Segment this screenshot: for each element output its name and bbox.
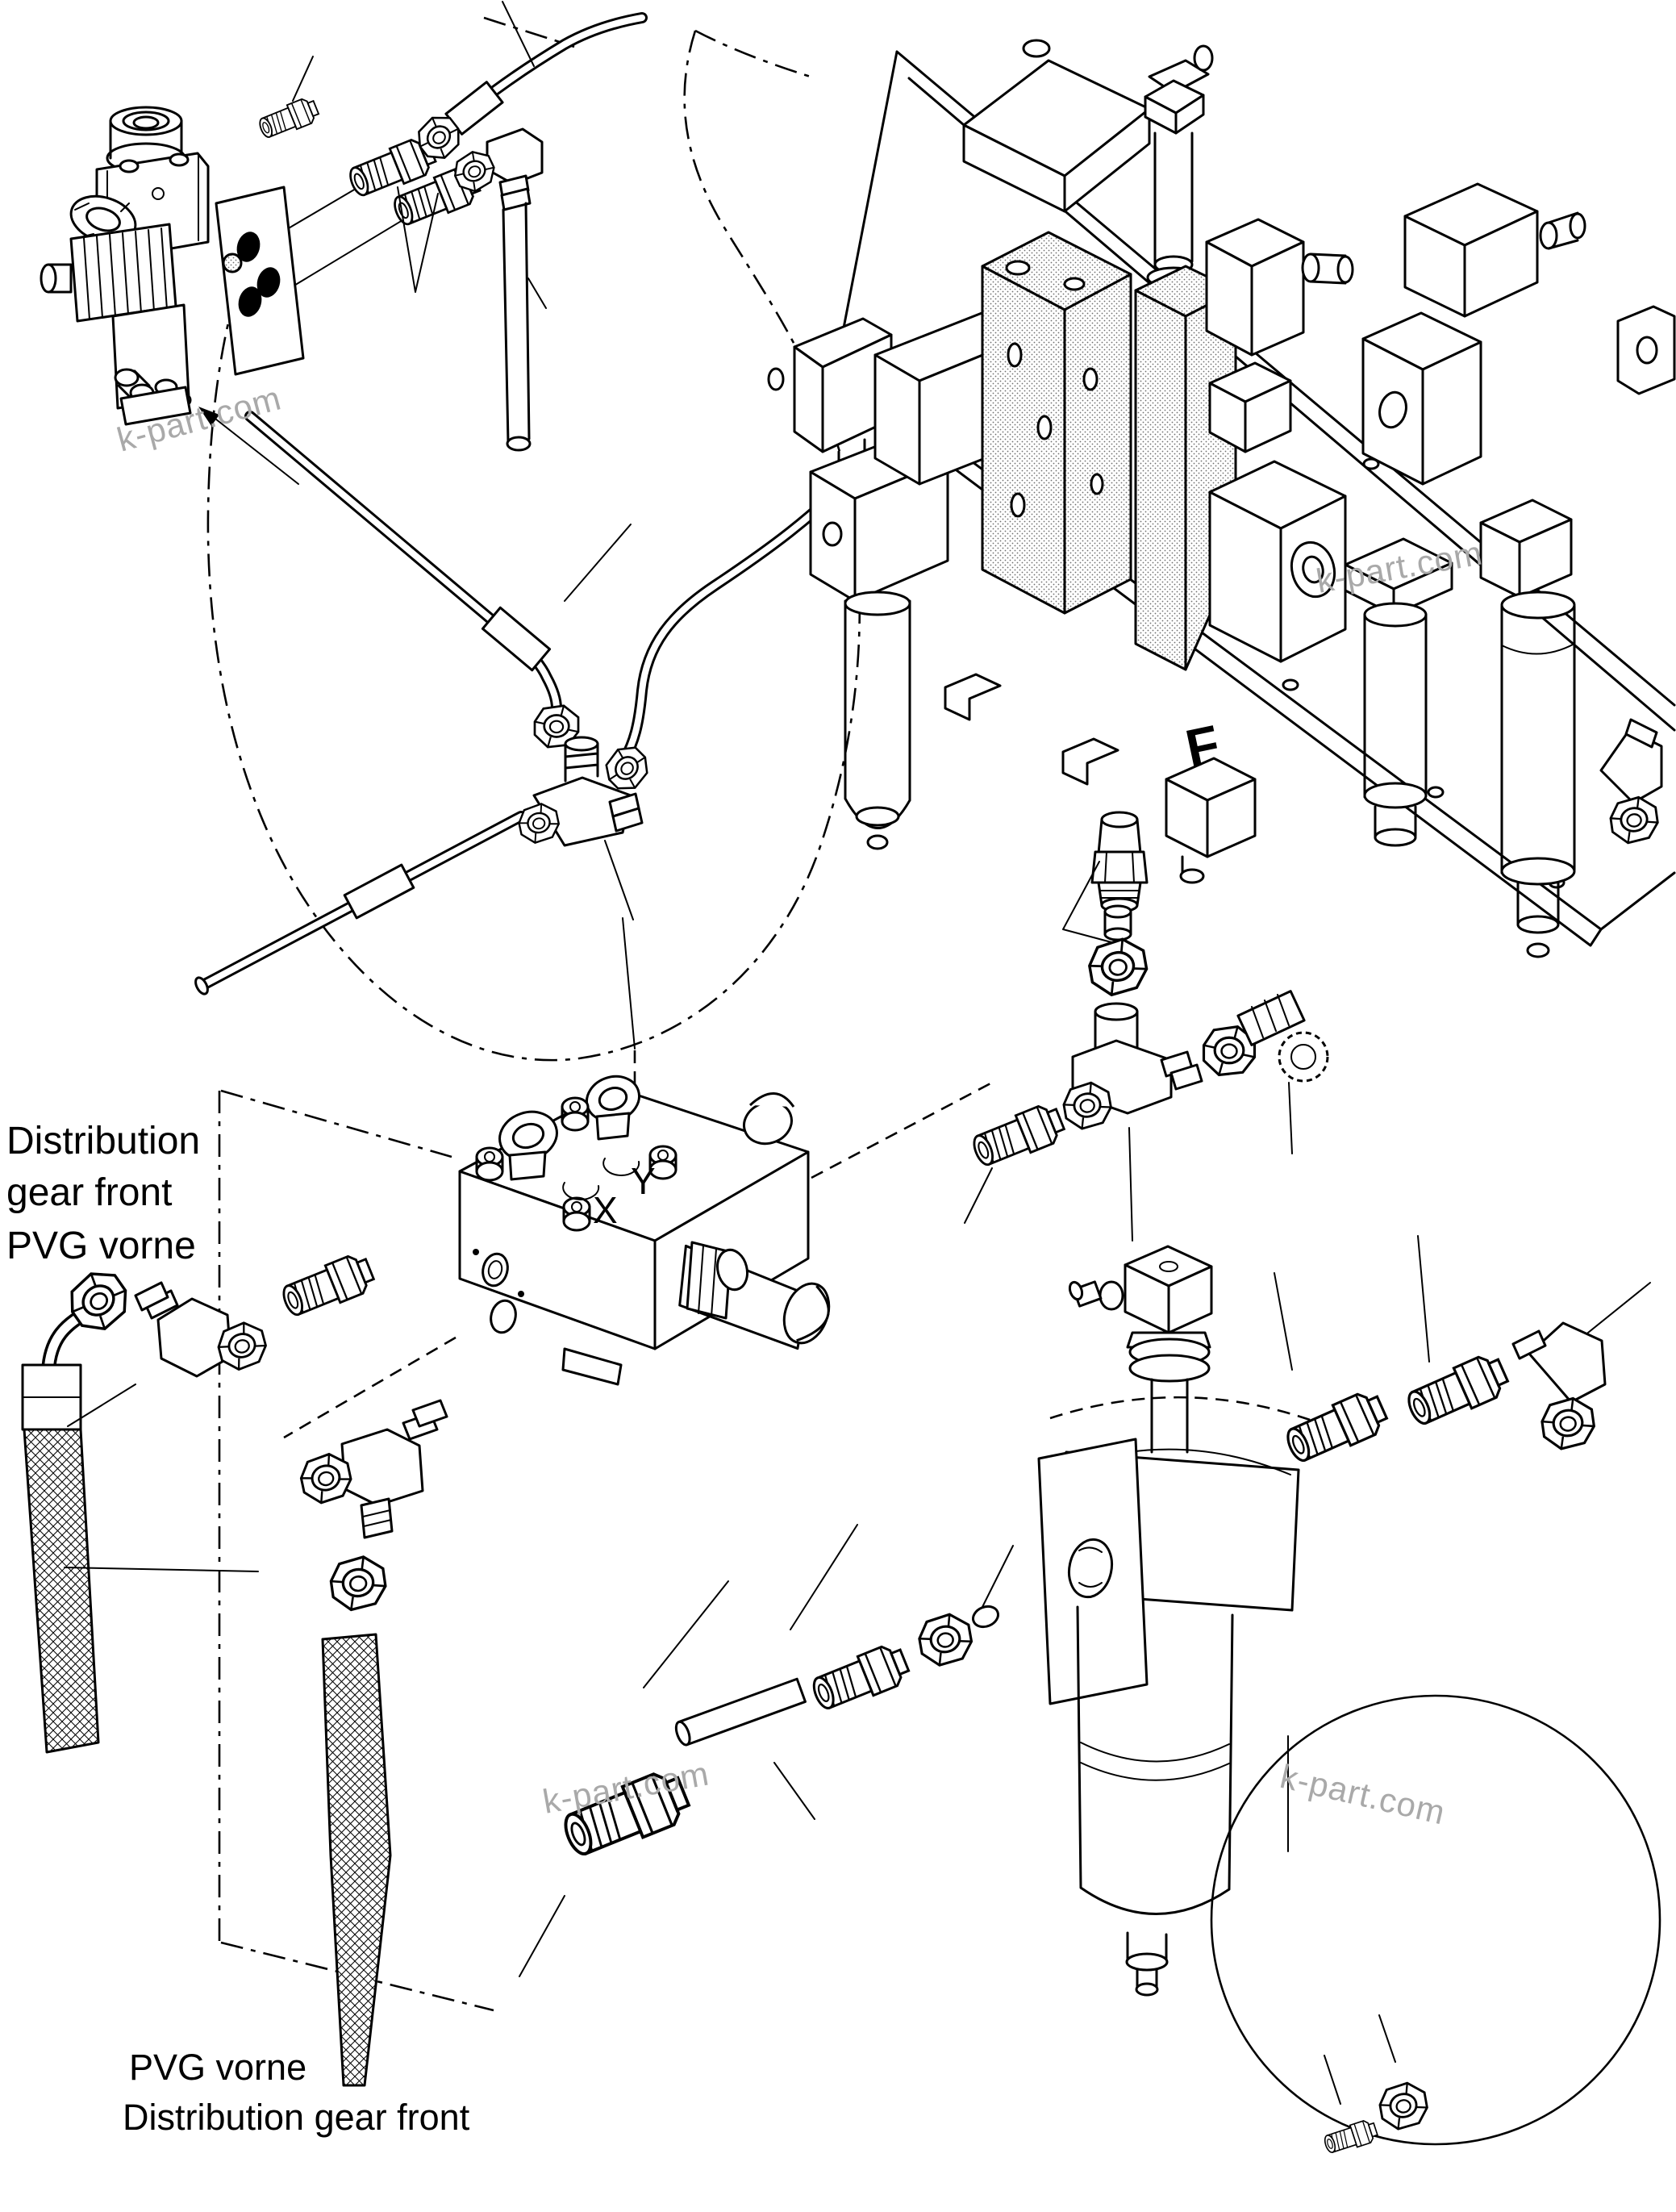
- filter-cartridge: [1344, 537, 1453, 847]
- eye-bolt: [586, 1075, 640, 1141]
- port-label-y: Y: [631, 1160, 656, 1202]
- right-fitting-cluster: [964, 811, 1329, 1242]
- port-hole: [256, 267, 281, 298]
- filter-bowl: [1076, 1605, 1234, 1997]
- hose-a: [244, 411, 632, 749]
- label-gear-front: gear front: [6, 1171, 172, 1214]
- swivel-fitting: [1202, 990, 1329, 1154]
- braided-hose: [321, 1633, 392, 2087]
- solenoid-valve: [1403, 182, 1586, 318]
- filter-head: [1037, 1438, 1300, 1705]
- accumulator: [1479, 499, 1576, 958]
- port-label-x: X: [593, 1189, 618, 1231]
- tee-junction: [515, 736, 644, 1050]
- label-pvg-vorne-bottom: PVG vorne: [129, 2047, 306, 2088]
- hose-90deg: [21, 1262, 259, 1754]
- steel-tube-vertical: [502, 202, 547, 452]
- port-x-opening: [562, 1182, 600, 1200]
- port-hole: [236, 232, 261, 262]
- port-y-opening: [602, 1158, 640, 1176]
- hydraulic-power-unit: [767, 39, 1676, 958]
- pressure-filter-assembly: [1037, 1235, 1651, 1997]
- eye-bolt: [498, 1110, 558, 1181]
- bottom-fittings: [519, 1524, 1014, 1977]
- elbow-fitting: [1511, 1321, 1607, 1453]
- elbow-barb-fitting: [67, 1281, 272, 1427]
- tee-fitting: [1059, 1002, 1203, 1242]
- banjo-fitting-group: [296, 1399, 448, 2087]
- serrated-washer: [1278, 1031, 1329, 1083]
- callout-bottom: PVG vorne Distribution gear front: [123, 2047, 470, 2138]
- left-fittings: [21, 1249, 379, 1754]
- callout-left: Distribution gear front PVG vorne: [6, 1120, 200, 1267]
- ferrule: [1103, 904, 1132, 919]
- socket-screw: [561, 1096, 590, 1132]
- solenoid-valve: [962, 39, 1214, 213]
- hose-top: [409, 1, 648, 167]
- steel-tube: [674, 1677, 807, 1747]
- detail-circle: [1210, 1694, 1661, 2157]
- hose-c: [194, 811, 527, 995]
- pilot-valve-assembly: [40, 106, 415, 485]
- socket-screw: [562, 1196, 591, 1232]
- pump-block: [1361, 311, 1482, 486]
- direction-arrow: [198, 407, 299, 485]
- label-distribution-gear-front-bottom: Distribution gear front: [123, 2097, 470, 2138]
- dome-plug: [743, 1092, 795, 1146]
- socket-screw: [648, 1145, 677, 1180]
- port-hole: [238, 286, 262, 317]
- socket-screw: [475, 1146, 504, 1182]
- gear-pump: [1208, 460, 1347, 663]
- valve-block: X Y: [458, 1075, 831, 1386]
- label-pvg-vorne: PVG vorne: [6, 1225, 196, 1267]
- clogging-sensor: [1068, 1245, 1213, 1454]
- small-solenoid-valve: [1165, 757, 1257, 884]
- label-distribution: Distribution: [6, 1120, 200, 1162]
- solenoid-coil-valve: [1205, 218, 1354, 453]
- braided-hose: [23, 1428, 100, 1754]
- elbow-fitting-edge: [1599, 718, 1663, 846]
- manifold-block-shaded: [981, 231, 1132, 615]
- top-fittings: [255, 1, 648, 452]
- hose-b: [597, 465, 862, 798]
- elbow-fitting: [448, 127, 544, 211]
